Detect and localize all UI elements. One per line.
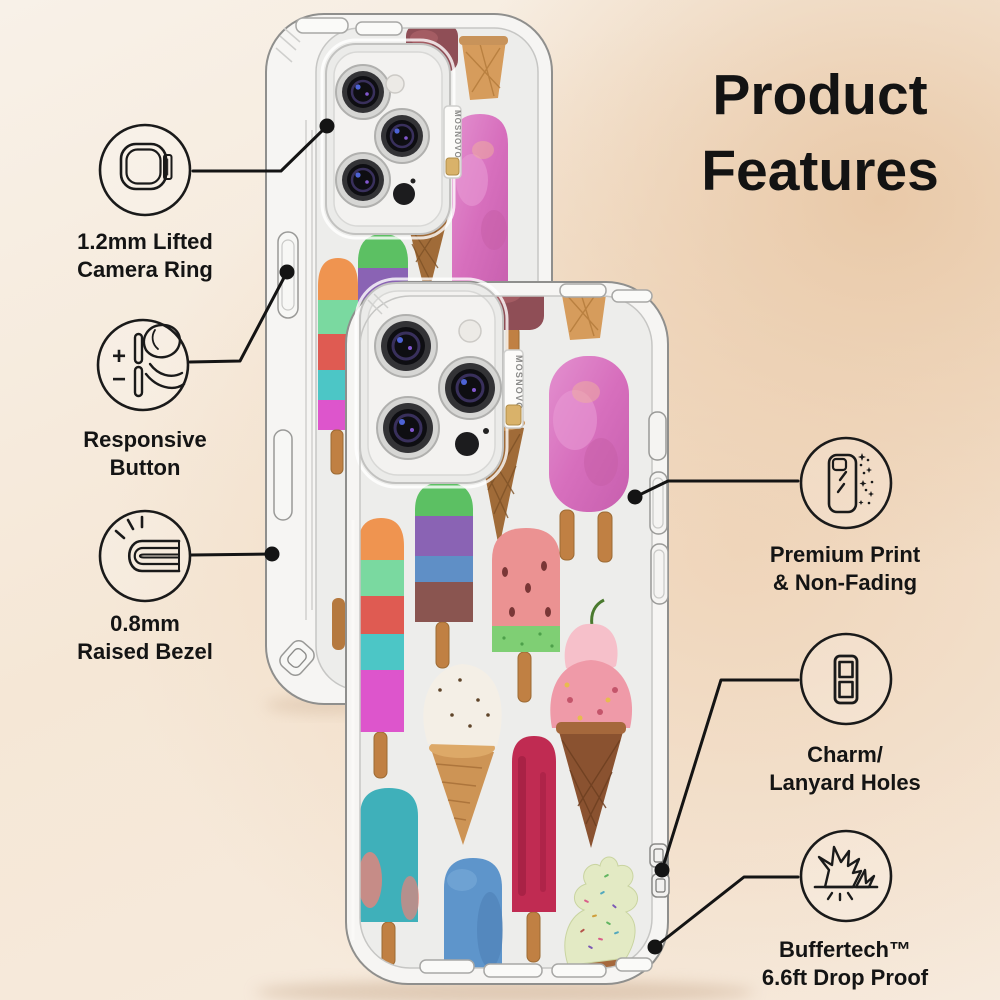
- side-button-inner: [652, 477, 664, 529]
- callout-label-line: 6.6ft Drop Proof: [761, 964, 929, 990]
- camera-lens: [374, 108, 430, 164]
- purple-popsicle: [415, 482, 473, 669]
- callout-label-line: Camera Ring: [77, 256, 213, 282]
- waffle-cone-cup: [459, 36, 508, 100]
- watermelon-popsicle: [492, 528, 560, 703]
- callout-label-line: 0.8mm: [110, 611, 180, 636]
- responsive-button-icon: + −: [96, 318, 190, 412]
- camera-mic-dot: [410, 178, 416, 184]
- front-camera-module: MOSNOVO: [354, 277, 524, 489]
- callout-connectors: [188, 124, 800, 949]
- camera-sensor: [455, 432, 479, 456]
- gold-charm: [505, 404, 522, 426]
- top-slot: [295, 17, 349, 34]
- callout-label-line: Premium Print: [769, 542, 921, 567]
- blue-popsicle: [444, 858, 503, 968]
- bottom-slot: [615, 957, 653, 972]
- brand-text: MOSNOVO: [514, 355, 524, 410]
- camera-lens: [374, 314, 438, 378]
- camera-lens: [438, 356, 502, 420]
- callout-label-line: Raised Bezel: [77, 638, 213, 664]
- bottom-slot: [419, 959, 475, 974]
- connector-lanyard-holes: [660, 678, 800, 872]
- page-title: Product Features: [660, 58, 980, 210]
- callout-label-line: 1.2mm Lifted: [77, 229, 213, 254]
- mosnovo-brand-tab: MOSNOVO: [443, 105, 462, 179]
- gold-charm: [445, 157, 460, 176]
- front-phone-shadow: [255, 980, 755, 1000]
- pink-popsicle: [452, 114, 508, 300]
- minus-glyph: −: [112, 366, 126, 393]
- camera-lens: [335, 152, 391, 208]
- callout-label-line: Lanyard Holes: [769, 769, 921, 795]
- vanilla-ice-cream-cone: [423, 664, 502, 845]
- camera-flash: [458, 319, 482, 343]
- camera-mic-dot: [483, 428, 489, 434]
- camera-flash: [385, 74, 405, 94]
- connector-drop-proof: [653, 875, 800, 949]
- lanyard-holes-icon: [799, 632, 893, 726]
- side-button-inner: [653, 549, 665, 599]
- connector-premium-print: [633, 479, 800, 499]
- corner-lanyard-slot: [279, 639, 315, 677]
- side-button: [273, 429, 293, 521]
- waffle-cone-cup: [560, 296, 608, 340]
- front-phone-case: MOSNOVO: [345, 277, 670, 985]
- case-rail-lines: [305, 120, 313, 620]
- corner-texture: [367, 293, 389, 315]
- camera-sensor: [393, 183, 415, 205]
- top-slot: [355, 21, 403, 36]
- orange-striped-popsicle: [360, 518, 404, 779]
- callout-label-line: Responsive: [83, 427, 207, 452]
- teal-popsicle: [360, 788, 419, 967]
- back-camera-module: MOSNOVO: [320, 38, 462, 240]
- connector-camera-ring: [191, 124, 329, 173]
- top-slot: [559, 283, 607, 298]
- connector-raised-bezel: [189, 552, 274, 557]
- plus-glyph: +: [112, 343, 126, 370]
- camera-lens: [376, 396, 440, 460]
- camera-ring-icon: [98, 123, 192, 217]
- title-line-1: Product: [712, 63, 928, 127]
- callout-label-line: Charm/: [807, 742, 883, 767]
- title-line-2: Features: [701, 138, 939, 203]
- mosnovo-brand-tab: MOSNOVO: [503, 349, 524, 429]
- pink-popsicle: [549, 356, 629, 563]
- raised-bezel-icon: [98, 509, 192, 603]
- premium-print-icon: [799, 436, 893, 530]
- top-slot: [611, 289, 653, 303]
- sparkle-stars: [858, 453, 874, 505]
- corner-texture: [275, 27, 301, 63]
- brand-text: MOSNOVO: [453, 110, 462, 159]
- callout-label-line: Button: [109, 454, 181, 480]
- cherry-ice-cream-cone: [550, 598, 633, 848]
- side-button: [648, 411, 667, 461]
- drop-proof-icon: [799, 829, 893, 923]
- camera-lens: [335, 64, 391, 120]
- crimson-popsicle: [512, 736, 556, 963]
- bottom-slot: [551, 963, 607, 978]
- connector-responsive-button: [188, 270, 289, 364]
- callout-label-line: & Non-Fading: [772, 569, 918, 595]
- popsicle-stick: [332, 598, 345, 650]
- connector-dots: [264, 118, 670, 955]
- bottom-slot: [483, 963, 543, 978]
- callout-label-line: Buffertech™: [778, 937, 911, 962]
